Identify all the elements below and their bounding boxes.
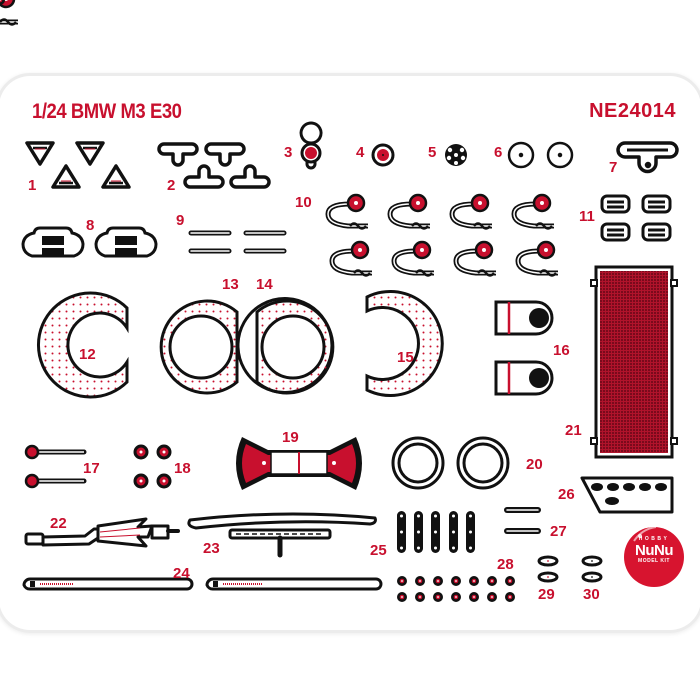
part-2-belt-anchors [157, 142, 271, 189]
part-3-keyed-disc [299, 121, 323, 170]
part-number-label: 20 [526, 456, 543, 473]
part-9-strips [188, 230, 287, 254]
part-6-plain-discs [507, 141, 574, 169]
part-number-label: 6 [494, 144, 503, 161]
brand-logo-text: HOBBY NuNu MODEL KIT [624, 537, 684, 564]
part-number-label: 2 [167, 177, 176, 194]
part-number-label: 28 [497, 556, 514, 573]
product-code: NE24014 [589, 100, 676, 122]
part-number-label: 1 [28, 177, 37, 194]
part-22-wiper-arm [24, 517, 180, 548]
part-12-brake-disc [37, 291, 129, 399]
part-number-label: 16 [553, 342, 570, 359]
part-21-mesh-screen [590, 265, 678, 459]
part-number-label: 23 [203, 540, 220, 557]
part-number-label: 10 [295, 194, 312, 211]
part-8-seat-frames [21, 226, 158, 258]
part-4-red-disc [371, 143, 395, 167]
part-number-label: 25 [370, 542, 387, 559]
part-number-label: 7 [609, 159, 618, 176]
part-number-label: 3 [284, 144, 293, 161]
part-19-bracket [236, 437, 362, 490]
brand-logo-main: NuNu [635, 542, 674, 559]
part-number-label: 18 [174, 460, 191, 477]
brand-logo [624, 526, 684, 587]
part-24-cable-ties [22, 577, 383, 591]
part-14-brake-disc [255, 299, 335, 395]
part-number-label: 17 [83, 460, 100, 477]
part-26-plate [580, 476, 674, 514]
part-number-label: 5 [428, 144, 437, 161]
part-7-t-bracket [616, 141, 679, 174]
part-number-label: 9 [176, 212, 185, 229]
part-1-belt-guides [25, 141, 131, 189]
part-number-label: 30 [583, 586, 600, 603]
part-17-pins [24, 444, 87, 489]
part-5-spoked-disc [445, 144, 467, 166]
part-number-label: 15 [397, 349, 414, 366]
sheet-title: 1/24 BMW M3 E30 [32, 100, 182, 123]
part-number-label: 29 [538, 586, 555, 603]
part-15-brake-disc [365, 290, 444, 397]
part-number-label: 11 [579, 208, 595, 225]
part-18-washers [133, 444, 172, 489]
part-number-label: 27 [550, 523, 567, 540]
part-number-label: 8 [86, 217, 95, 234]
part-13-brake-disc [159, 297, 334, 395]
part-number-label: 22 [50, 515, 67, 532]
part-number-label: 24 [173, 565, 190, 582]
part-number-label: 12 [79, 346, 96, 363]
part-28-nuts [0, 0, 515, 602]
part-number-label: 4 [356, 144, 365, 161]
part-number-label: 21 [565, 422, 582, 439]
part-number-label: 19 [282, 429, 299, 446]
part-23-wiper-blade [187, 512, 377, 558]
brand-logo-bottom: MODEL KIT [638, 558, 670, 564]
part-27-bars [504, 507, 541, 534]
part-number-label: 26 [558, 486, 575, 503]
part-16-tabs [494, 300, 554, 396]
part-number-label: 14 [256, 276, 273, 293]
brand-logo-top: HOBBY [638, 536, 670, 542]
part-20-rings [391, 436, 510, 490]
part-25-strips [397, 511, 475, 553]
part-number-label: 13 [222, 276, 239, 293]
part-11-buckles [600, 194, 672, 242]
